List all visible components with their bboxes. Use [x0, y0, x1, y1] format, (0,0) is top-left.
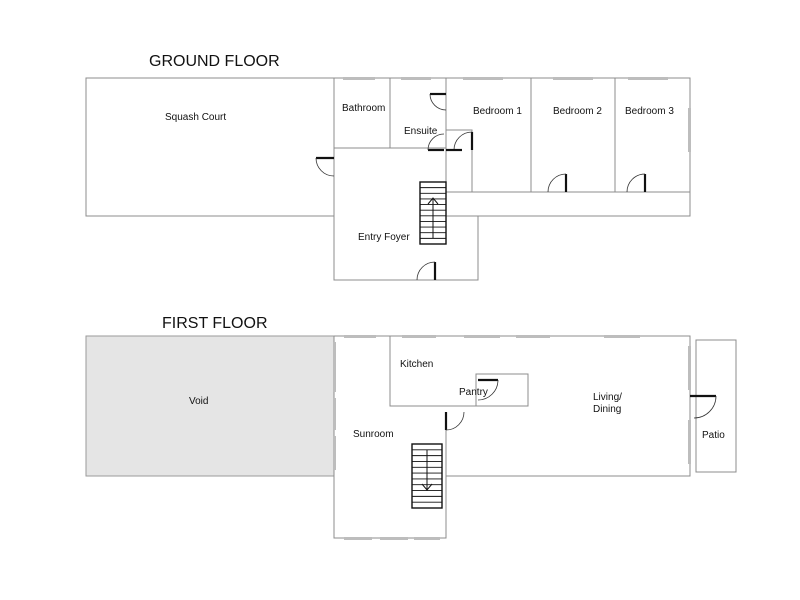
void-area — [85, 335, 335, 477]
door-pantry — [477, 378, 499, 401]
bedroom-1-room — [446, 77, 532, 193]
door-entry — [416, 261, 437, 281]
window — [516, 335, 550, 338]
bedroom-3-room — [614, 77, 691, 193]
entry-foyer-label: Entry Foyer — [358, 232, 410, 243]
window — [333, 436, 336, 470]
first-floor-stairs — [411, 443, 443, 509]
living-dining-label-line2: Dining — [593, 404, 621, 415]
window — [380, 537, 408, 540]
hallway-wall — [445, 148, 472, 193]
first-floor-title: FIRST FLOOR — [162, 315, 268, 332]
window — [628, 77, 668, 80]
bathroom-label: Bathroom — [342, 103, 385, 114]
bedroom-3-label: Bedroom 3 — [625, 106, 674, 117]
void-label: Void — [189, 396, 208, 407]
window — [553, 77, 593, 80]
window — [402, 335, 436, 338]
door-squash-court — [315, 156, 335, 177]
bedroom-2-room — [530, 77, 616, 193]
door-ensuite — [429, 92, 447, 111]
window — [333, 342, 336, 392]
kitchen-wall — [389, 336, 446, 407]
bedroom-2-label: Bedroom 2 — [553, 106, 602, 117]
window — [463, 77, 503, 80]
ensuite-label: Ensuite — [404, 126, 438, 137]
window — [688, 420, 691, 464]
pantry-room — [475, 373, 529, 407]
bedroom-1-label: Bedroom 1 — [473, 106, 522, 117]
door-bedroom-1-corner — [453, 131, 474, 151]
window — [688, 346, 691, 390]
window — [401, 77, 431, 80]
ground-floor-plan: GROUND FLOOR — [85, 53, 691, 281]
squash-court-label: Squash Court — [165, 112, 226, 123]
door-bedroom-3 — [626, 173, 647, 193]
sunroom-label: Sunroom — [353, 429, 394, 440]
patio-area — [695, 339, 737, 473]
kitchen-label: Kitchen — [400, 359, 433, 370]
door-bedroom-2 — [547, 173, 568, 193]
door-hall-ensuite — [427, 133, 445, 152]
squash-court-room — [85, 77, 335, 217]
ground-floor-title: GROUND FLOOR — [149, 53, 280, 70]
window — [333, 398, 336, 430]
ground-floor-stairs — [419, 181, 447, 245]
living-dining-label-line1: Living/ — [593, 392, 622, 403]
window — [464, 335, 500, 338]
entry-foyer-room — [333, 147, 479, 281]
window — [344, 537, 372, 540]
window — [344, 335, 376, 338]
window — [604, 335, 640, 338]
pantry-label: Pantry — [459, 387, 488, 398]
corridor-outline — [445, 192, 691, 217]
window — [414, 537, 440, 540]
door-sunroom — [444, 411, 465, 431]
window — [688, 108, 691, 152]
ensuite-room — [389, 77, 447, 149]
window — [343, 77, 375, 80]
door-patio — [690, 394, 717, 419]
first-floor-plan: FIRST FLOOR — [85, 315, 737, 540]
patio-label: Patio — [702, 430, 725, 441]
